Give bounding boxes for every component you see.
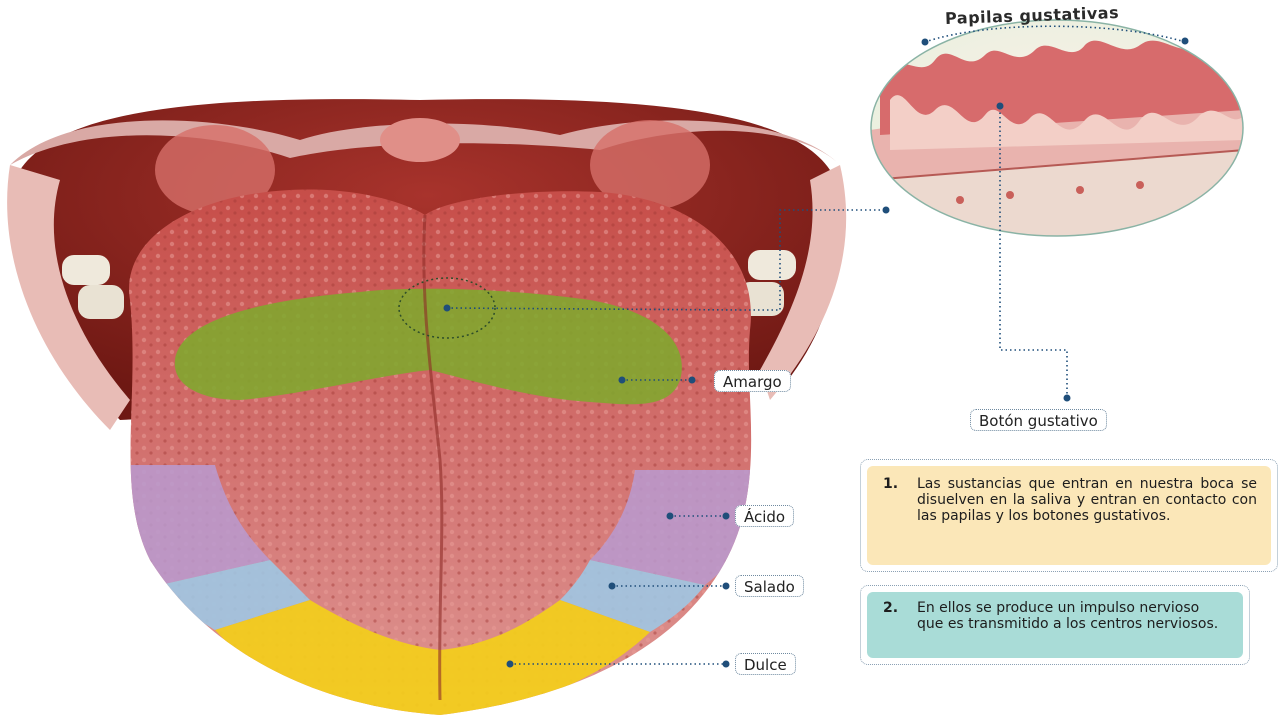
zone-salado-left — [160, 560, 310, 630]
teeth-left — [62, 255, 124, 319]
zone-acido-right — [590, 470, 752, 585]
leader-papilas-arc — [924, 25, 1186, 43]
right-lip — [760, 165, 847, 400]
leader-zoom — [740, 209, 886, 311]
step-2-box: 2. En ellos se produce un impulso nervio… — [860, 585, 1250, 665]
label-dulce: Dulce — [735, 653, 796, 675]
zone-dulce — [215, 600, 650, 715]
step-1-text: Las sustancias que entran en nuestra boc… — [917, 476, 1257, 524]
tongue — [129, 189, 752, 715]
leader-zoom-inner — [446, 307, 741, 311]
label-salado: Salado — [735, 575, 804, 597]
step-1-number: 1. — [883, 476, 899, 492]
label-boton-gustativo: Botón gustativo — [970, 409, 1107, 431]
step-1-box: 1. Las sustancias que entran en nuestra … — [860, 459, 1278, 572]
label-amargo: Amargo — [714, 370, 791, 392]
zone-salado-right — [560, 560, 705, 632]
papillae-magnified — [870, 19, 1244, 237]
leader-lines — [446, 25, 1186, 665]
leader-boton — [999, 108, 1068, 398]
step-2-text: En ellos se produce un impulso nervioso … — [917, 600, 1219, 632]
left-lip — [7, 165, 130, 430]
label-acido: Ácido — [735, 505, 795, 527]
step-2-number: 2. — [883, 600, 899, 616]
leader-dots — [443, 37, 1189, 668]
